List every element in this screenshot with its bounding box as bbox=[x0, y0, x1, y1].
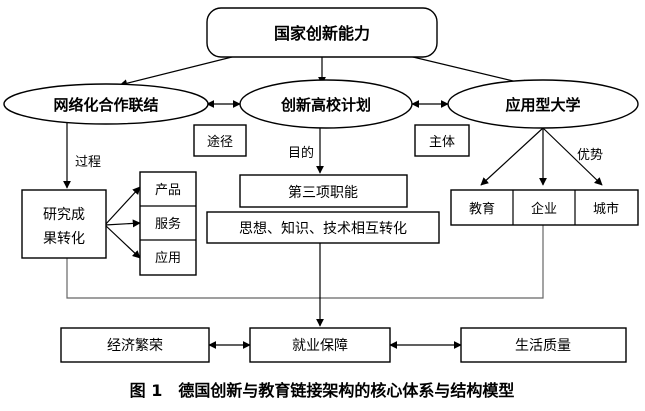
edge-university-education bbox=[480, 127, 544, 186]
node-network-cooperation: 网络化合作联结 bbox=[3, 83, 209, 125]
node-economic-prosperity-label: 经济繁荣 bbox=[107, 338, 163, 354]
output-service: 服务 bbox=[155, 216, 181, 232]
edge-gray-collector bbox=[66, 225, 544, 299]
node-network-cooperation-label: 网络化合作联结 bbox=[53, 96, 158, 114]
node-life-quality-label: 生活质量 bbox=[515, 338, 571, 354]
partner-enterprise: 企业 bbox=[531, 201, 557, 217]
node-research-transformation: 研究成 果转化 bbox=[21, 189, 107, 259]
node-life-quality: 生活质量 bbox=[460, 327, 627, 363]
node-mutual-transform: 思想、知识、技术相互转化 bbox=[206, 211, 440, 244]
node-innovation-program-label: 创新高校计划 bbox=[280, 96, 371, 114]
label-subject-text: 主体 bbox=[429, 135, 455, 150]
node-third-mission-label: 第三项职能 bbox=[288, 184, 358, 201]
node-innovation-program: 创新高校计划 bbox=[239, 79, 413, 129]
label-pathway: 途径 bbox=[193, 124, 247, 157]
label-process: 过程 bbox=[75, 155, 101, 170]
research-transformation-line-1: 研究成 bbox=[43, 207, 85, 223]
label-purpose: 目的 bbox=[288, 145, 314, 161]
node-outputs-stack: 产品 服务 应用 bbox=[139, 171, 197, 276]
node-employment-security-label: 就业保障 bbox=[292, 338, 348, 354]
node-national-innovation: 国家创新能力 bbox=[206, 7, 438, 58]
node-applied-university: 应用型大学 bbox=[447, 79, 639, 129]
edge-research-application bbox=[104, 224, 141, 259]
label-advantage: 优势 bbox=[577, 147, 603, 163]
node-employment-security: 就业保障 bbox=[249, 327, 391, 363]
partner-city: 城市 bbox=[593, 201, 619, 217]
output-application: 应用 bbox=[155, 250, 181, 266]
node-mutual-transform-label: 思想、知识、技术相互转化 bbox=[239, 220, 407, 237]
edge-research-product bbox=[104, 186, 141, 226]
label-pathway-text: 途径 bbox=[207, 134, 233, 150]
figure-caption: 图 1 德国创新与教育链接架构的核心体系与结构模型 bbox=[130, 381, 515, 400]
node-third-mission: 第三项职能 bbox=[239, 174, 408, 208]
node-economic-prosperity: 经济繁荣 bbox=[60, 327, 210, 363]
output-product: 产品 bbox=[155, 183, 181, 198]
node-partners: 教育 企业 城市 bbox=[450, 189, 639, 226]
edge-research-service bbox=[104, 219, 141, 228]
edge-university-city bbox=[542, 127, 603, 186]
label-subject: 主体 bbox=[414, 124, 470, 157]
partner-education: 教育 bbox=[469, 201, 495, 217]
research-transformation-line-2: 果转化 bbox=[43, 231, 85, 247]
node-applied-university-label: 应用型大学 bbox=[505, 96, 580, 114]
node-national-innovation-label: 国家创新能力 bbox=[274, 24, 370, 43]
